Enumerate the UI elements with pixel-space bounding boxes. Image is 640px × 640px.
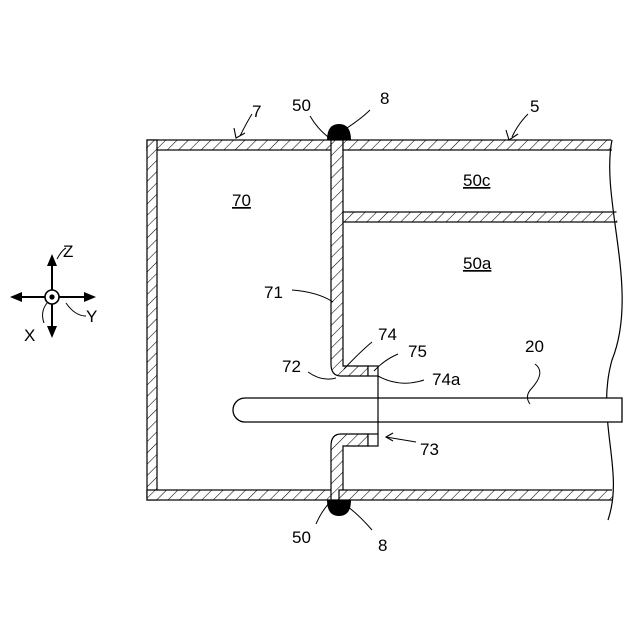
z-axis-arrow	[47, 254, 57, 266]
lip-bottom	[368, 434, 378, 446]
x-axis-dot	[49, 294, 54, 299]
cap-bottom-wall	[147, 490, 339, 500]
cap-top-wall	[147, 140, 339, 150]
label-50-top: 50	[292, 96, 311, 115]
label-50c: 50c	[463, 171, 491, 190]
weld-bead-top	[327, 124, 351, 140]
lip-top	[368, 366, 378, 376]
axis-label-x: X	[24, 326, 35, 345]
axes-symbol	[10, 254, 96, 338]
tube-top-wall	[343, 140, 640, 150]
partition-upper	[331, 140, 368, 376]
label-74a: 74a	[432, 370, 461, 389]
label-5: 5	[530, 97, 539, 116]
label-8-bottom: 8	[378, 536, 387, 555]
label-70: 70	[232, 191, 251, 210]
break-line	[607, 140, 623, 520]
y-axis-arrow	[84, 292, 96, 302]
leader-lines	[240, 110, 540, 530]
label-50a: 50a	[463, 254, 492, 273]
tube-bottom-wall	[339, 490, 640, 500]
label-7: 7	[252, 102, 261, 121]
label-8-top: 8	[380, 89, 389, 108]
neg-y-arrow	[10, 292, 22, 302]
cap-left-wall	[147, 140, 157, 500]
label-75: 75	[408, 342, 427, 361]
axis-label-y: Y	[86, 307, 97, 326]
axis-label-z: Z	[63, 242, 73, 261]
inserted-member	[233, 398, 622, 422]
housing-drawing	[147, 140, 640, 500]
neg-z-arrow	[47, 326, 57, 338]
weld-bead-bottom	[327, 500, 351, 516]
label-74: 74	[378, 325, 397, 344]
tube-divider-wall	[343, 212, 640, 222]
label-73: 73	[420, 440, 439, 459]
label-71: 71	[264, 283, 283, 302]
label-50-bottom: 50	[292, 528, 311, 547]
label-72: 72	[282, 357, 301, 376]
label-20: 20	[525, 337, 544, 356]
